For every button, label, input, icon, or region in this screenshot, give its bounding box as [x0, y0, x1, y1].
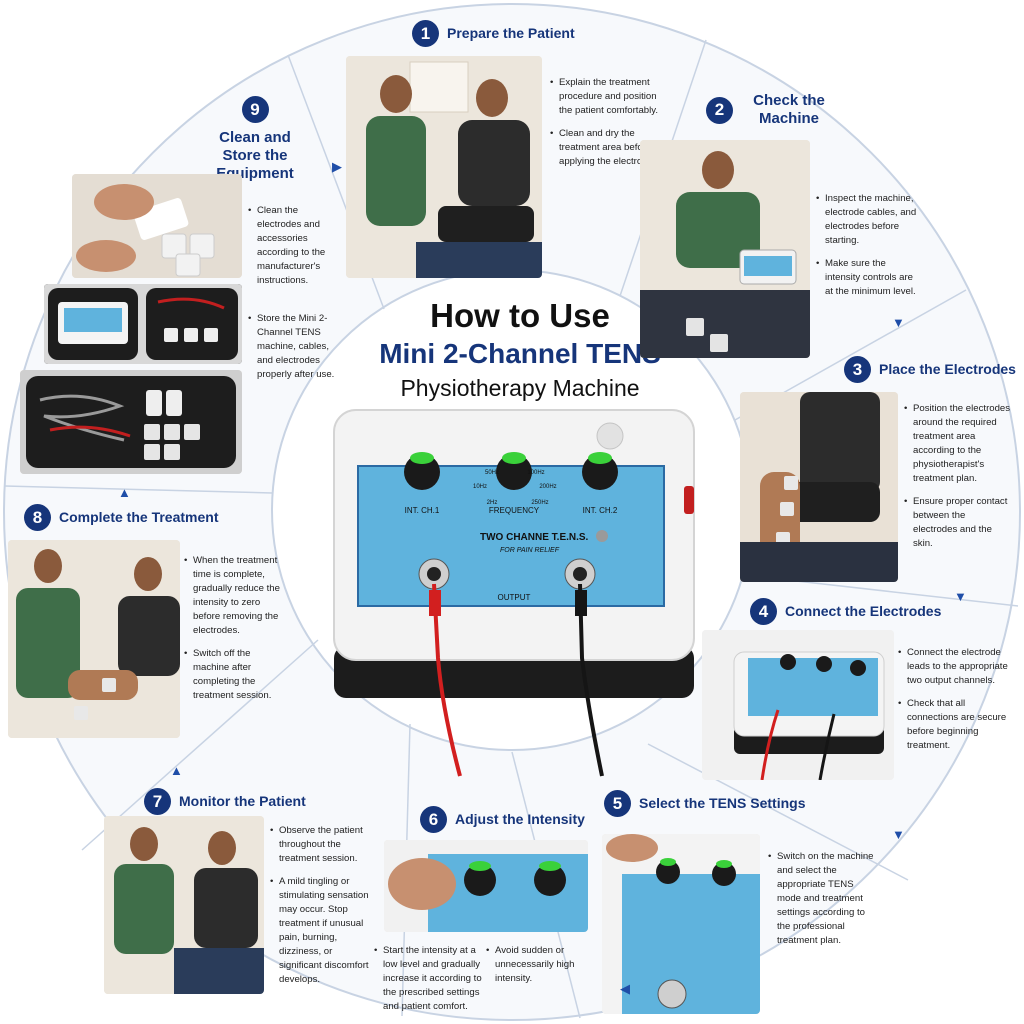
- knob-ch1: [404, 452, 440, 490]
- step-6-photo: [384, 840, 588, 932]
- arrow-7-to-8: ▲: [170, 763, 183, 778]
- spoke-8-9: [4, 485, 273, 494]
- step-3-number: 3: [844, 356, 871, 383]
- step-9-photo-cleaning: [72, 174, 242, 278]
- title-line-1: How to Use: [430, 297, 610, 334]
- label-frequency: FREQUENCY: [489, 506, 540, 515]
- panel-title: TWO CHANNE T.E.N.S.: [480, 532, 589, 543]
- step-8-bullet-2: Switch off the machine after completing …: [184, 647, 288, 703]
- step-8-title: Complete the Treatment: [59, 509, 219, 526]
- step-4-header: 4 Connect the Electrodes: [750, 598, 941, 625]
- label-output: OUTPUT: [498, 593, 531, 602]
- step-3-title: Place the Electrodes: [879, 361, 1016, 378]
- step-5-photo: [602, 834, 760, 1014]
- freq-tick-200: 200Hz: [539, 484, 556, 490]
- arrow-2-to-3: ▼: [892, 315, 905, 330]
- step-6-bullets-b: Avoid sudden or unnecessarily high inten…: [486, 944, 580, 995]
- step-5-bullets: Switch on the machine and select the app…: [768, 850, 878, 957]
- step-6-number: 6: [420, 806, 447, 833]
- step-8-bullet-1: When the treatment time is complete, gra…: [184, 554, 288, 638]
- freq-tick-100: 100Hz: [527, 470, 544, 476]
- step-1-header: 1 Prepare the Patient: [412, 20, 575, 47]
- step-4-bullet-1: Connect the electrode leads to the appro…: [898, 646, 1018, 688]
- step-1-title: Prepare the Patient: [447, 25, 575, 42]
- step-7-bullet-1: Observe the patient throughout the treat…: [270, 824, 374, 866]
- step-3-bullets: Position the electrodes around the requi…: [904, 402, 1012, 560]
- step-1-photo: [346, 56, 542, 278]
- step-7-header: 7 Monitor the Patient: [144, 788, 306, 815]
- step-9-bullet-2: Store the Mini 2-Channel TENS machine, c…: [248, 312, 344, 382]
- step-2-bullets: Inspect the machine, electrode cables, a…: [816, 192, 920, 308]
- step-3-header: 3 Place the Electrodes: [844, 356, 1016, 383]
- step-4-number: 4: [750, 598, 777, 625]
- step-2-photo: [640, 140, 810, 358]
- arrow-3-to-4: ▼: [954, 589, 967, 604]
- title-line-2: Mini 2-Channel TENS: [379, 338, 661, 369]
- step-2-number: 2: [706, 96, 733, 124]
- step-2-bullet-2: Make sure the intensity controls are at …: [816, 257, 920, 299]
- step-9-header: 9 Clean and Store the Equipment: [200, 96, 310, 183]
- step-3-bullet-1: Position the electrodes around the requi…: [904, 402, 1012, 486]
- step-7-number: 7: [144, 788, 171, 815]
- step-9-photo-case-stored: [20, 370, 242, 474]
- step-7-title: Monitor the Patient: [179, 793, 306, 810]
- freq-tick-10: 10Hz: [473, 484, 487, 490]
- step-6-bullet-2: Avoid sudden or unnecessarily high inten…: [486, 944, 580, 986]
- label-int-ch1: INT. CH.1: [405, 506, 440, 515]
- step-2-title: Check the Machine: [753, 92, 825, 127]
- step-4-title: Connect the Electrodes: [785, 603, 942, 620]
- tens-device-illustration: INT. CH.1 FREQUENCY INT. CH.2 50Hz 100Hz…: [333, 409, 695, 777]
- step-8-number: 8: [24, 504, 51, 531]
- step-2-bullet-1: Inspect the machine, electrode cables, a…: [816, 192, 920, 248]
- step-9-bullet-1: Clean the electrodes and accessories acc…: [248, 204, 344, 288]
- center-title: How to Use Mini 2-Channel TENS Physiothe…: [340, 296, 700, 404]
- step-3-bullet-2: Ensure proper contact between the electr…: [904, 495, 1012, 551]
- label-int-ch2: INT. CH.2: [583, 506, 618, 515]
- freq-tick-50: 50Hz: [485, 470, 499, 476]
- step-1-bullet-1: Explain the treatment procedure and posi…: [550, 76, 670, 118]
- title-line-3: Physiotherapy Machine: [400, 375, 640, 401]
- freq-tick-2: 2Hz: [487, 500, 498, 506]
- step-3-photo: [740, 392, 898, 582]
- step-6-title: Adjust the Intensity: [455, 811, 585, 828]
- step-9-photo-case-open: [44, 284, 242, 364]
- step-5-number: 5: [604, 790, 631, 817]
- step-5-bullet-1: Switch on the machine and select the app…: [768, 850, 878, 948]
- step-8-photo: [8, 540, 180, 738]
- black-lead: [578, 583, 604, 777]
- step-7-bullets: Observe the patient throughout the treat…: [270, 824, 374, 996]
- step-9-bullets-b: Store the Mini 2-Channel TENS machine, c…: [248, 312, 344, 391]
- step-8-bullets: When the treatment time is complete, gra…: [184, 554, 288, 712]
- freq-tick-250: 250Hz: [531, 500, 548, 506]
- step-6-bullet-1: Start the intensity at a low level and g…: [374, 944, 486, 1014]
- step-7-photo: [104, 816, 264, 994]
- power-switch: [684, 486, 694, 514]
- indicator-led: [596, 530, 608, 542]
- knob-frequency: [496, 452, 532, 490]
- step-4-photo: [702, 630, 894, 780]
- step-6-bullets-a: Start the intensity at a low level and g…: [374, 944, 486, 1023]
- step-4-bullet-2: Check that all connections are secure be…: [898, 697, 1018, 753]
- step-7-bullet-2: A mild tingling or stimulating sensation…: [270, 875, 374, 987]
- arrow-9-to-1: ▶: [332, 159, 342, 174]
- step-8-header: 8 Complete the Treatment: [24, 504, 218, 531]
- red-lead: [432, 583, 462, 777]
- step-6-header: 6 Adjust the Intensity: [420, 806, 585, 833]
- step-9-bullets-a: Clean the electrodes and accessories acc…: [248, 204, 344, 297]
- panel-subtitle: FOR PAIN RELIEF: [500, 547, 560, 554]
- arrow-4-to-5: ▼: [892, 827, 905, 842]
- step-1-number: 1: [412, 20, 439, 47]
- step-2-header: 2 Check the Machine: [706, 92, 837, 128]
- arrow-5-to-6: ◀: [620, 981, 630, 996]
- step-5-title: Select the TENS Settings: [639, 795, 806, 812]
- knob-ch2: [582, 452, 618, 490]
- arrow-8-to-9: ▲: [118, 485, 131, 500]
- speaker-grille: [596, 422, 624, 450]
- step-4-bullets: Connect the electrode leads to the appro…: [898, 646, 1018, 762]
- step-9-number: 9: [241, 96, 269, 123]
- step-1-bullets: Explain the treatment procedure and posi…: [550, 76, 670, 178]
- step-1-bullet-2: Clean and dry the treatment area before …: [550, 127, 670, 169]
- step-5-header: 5 Select the TENS Settings: [604, 790, 805, 817]
